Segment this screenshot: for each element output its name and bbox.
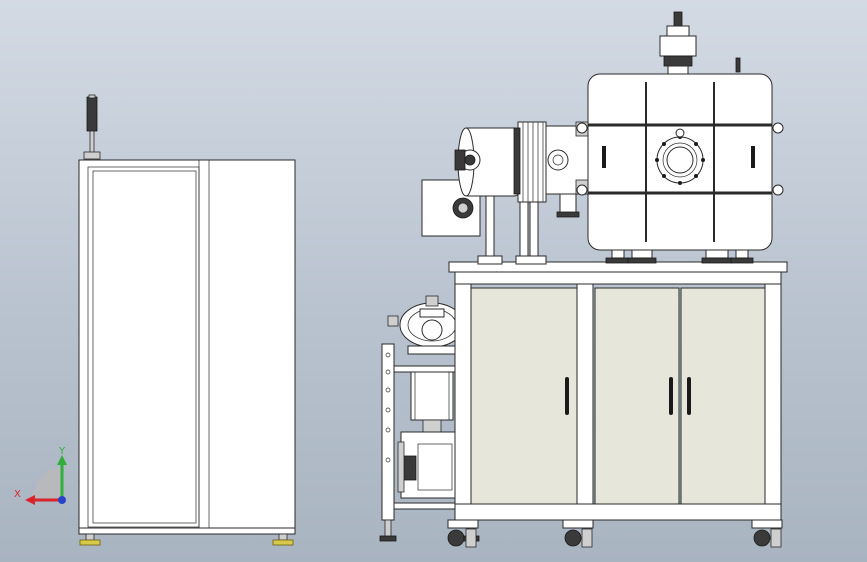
door-handle-3[interactable]: [687, 377, 691, 415]
caster-wheels: [447, 519, 783, 548]
top-manipulator: [659, 11, 741, 75]
turbo-pump: [387, 295, 465, 355]
cabinet-door-left: [87, 166, 200, 528]
axis-y-label: Y: [58, 446, 66, 457]
control-cabinet[interactable]: [78, 94, 296, 546]
bellows: [513, 121, 547, 203]
chamber-feet: [605, 249, 754, 264]
cabinet-door-2[interactable]: [594, 287, 680, 505]
signal-light-tower: [83, 94, 101, 160]
cabinet-door-1[interactable]: [470, 287, 578, 505]
pump-cylinder: [410, 371, 454, 421]
load-lock-assembly[interactable]: [421, 121, 591, 265]
viewport-flange: [655, 135, 705, 185]
cabinet-door-3[interactable]: [680, 287, 766, 505]
door-handle-2[interactable]: [669, 377, 673, 415]
axis-triad: Y X: [14, 446, 67, 505]
cabinet-feet: [79, 533, 294, 546]
base-cabinet[interactable]: [447, 261, 788, 548]
door-handle-1[interactable]: [565, 377, 569, 415]
vacuum-chamber[interactable]: [576, 11, 784, 264]
cabinet-body: [78, 159, 296, 533]
door-clamps: [576, 122, 784, 196]
axis-x-label: X: [14, 489, 21, 500]
